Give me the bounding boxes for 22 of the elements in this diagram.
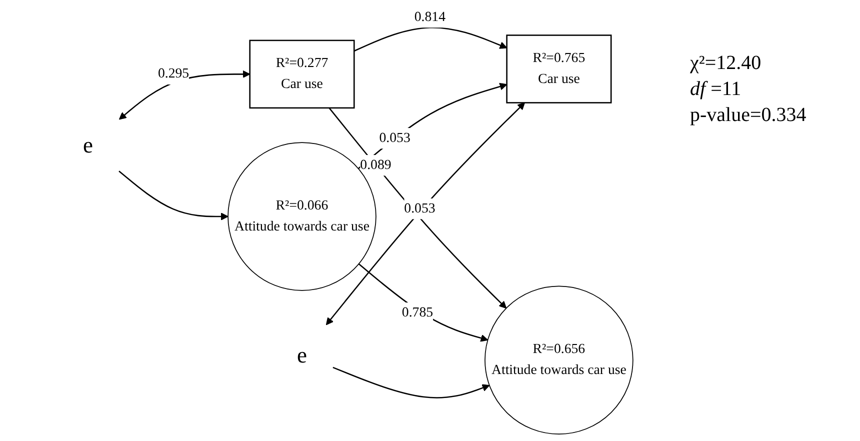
path-diagram: 0.814 0.089 0.053 0.785 0.295 0.053 R²=0.277 Car use R²=0.765 Car use R²=0.066 Attitude towards car use R²=0.656 Attitude towards car use e e (0, 0, 690, 441)
node-text: e (83, 132, 94, 158)
edge-label: 0.089 (360, 158, 392, 172)
fit-statistic: χ²=12.40 (690, 51, 762, 76)
arrow (354, 27, 508, 52)
fit-statistic: p-value=0.334 (690, 103, 808, 128)
arrow (326, 102, 526, 326)
edge-label: 0.053 (404, 201, 436, 216)
node-circle (484, 286, 634, 435)
node-text: e (296, 342, 307, 368)
fit-statistic: df =11 (690, 77, 742, 102)
edge-label: 0.295 (158, 66, 190, 82)
node-box (249, 40, 355, 109)
arrow (118, 170, 228, 220)
arrow (332, 366, 490, 398)
edge-label: 0.053 (379, 130, 410, 146)
arrow (358, 82, 508, 170)
edge-label: 0.814 (414, 10, 446, 24)
arrow (358, 263, 488, 342)
arrow (328, 108, 507, 309)
edge-label: 0.785 (402, 305, 434, 320)
node-box (506, 34, 612, 104)
